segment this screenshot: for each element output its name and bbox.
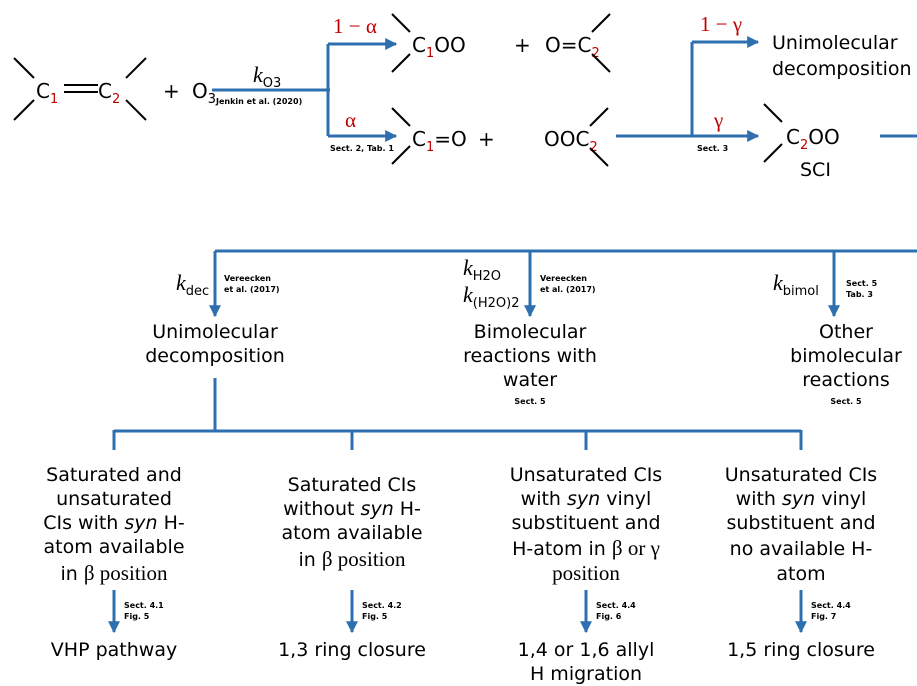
gamma-label: γ — [713, 108, 723, 132]
plus-sign: + — [163, 79, 180, 103]
svg-text:Sect. 4.4: Sect. 4.4 — [811, 601, 851, 610]
other-bimolecular-sect: Sect. 5 — [830, 397, 862, 406]
unimolecular-decomposition-top-line2: decomposition — [772, 58, 912, 80]
alkene-carbon-1: C — [36, 79, 50, 103]
other-bimolecular-line3: reactions — [802, 369, 889, 391]
svg-text:Sect. 4.1: Sect. 4.1 — [124, 601, 164, 610]
one-minus-alpha-label: 1 − α — [333, 14, 377, 38]
svg-text:H-atom in β or γ: H-atom in β or γ — [512, 536, 660, 560]
svg-text:in β position: in β position — [299, 547, 406, 571]
bimolecular-water-sect: Sect. 5 — [514, 397, 546, 406]
svg-text:Sect. 4.4: Sect. 4.4 — [596, 601, 636, 610]
svg-text:substituent and: substituent and — [511, 512, 660, 534]
result-ring-closure-1-3: 1,3 ring closure — [278, 639, 426, 661]
result-vhp-pathway: VHP pathway — [51, 639, 177, 661]
k-h2o-label: kH2O — [463, 255, 501, 284]
alkene-carbon-2: C — [98, 79, 112, 103]
result-allyl-migration-line2: H migration — [530, 663, 642, 685]
stabilized-criegee-intermediate: C2OO — [763, 103, 840, 163]
criegee-intermediate-ooc2: OOC2 — [544, 107, 609, 167]
result-ring-closure-1-5: 1,5 ring closure — [727, 639, 875, 661]
alkene-molecule: C1 C2 — [13, 57, 147, 121]
carbonyl-c1-o: C1=O — [391, 107, 467, 165]
svg-text:Fig. 7: Fig. 7 — [811, 612, 836, 621]
unimolecular-decomposition-top-line1: Unimolecular — [772, 32, 898, 54]
k-h2o-ref-line1: Vereecken — [540, 274, 587, 283]
k-dec-ref-line1: Vereecken — [224, 274, 271, 283]
svg-text:unsaturated: unsaturated — [56, 488, 172, 510]
svg-text:with syn vinyl: with syn vinyl — [521, 488, 652, 510]
svg-text:CIs with syn H-: CIs with syn H- — [43, 512, 185, 534]
svg-text:atom: atom — [776, 563, 825, 585]
svg-text:O=C2: O=C2 — [545, 33, 600, 61]
carbonyl-o-c2: O=C2 — [545, 13, 611, 73]
svg-text:with syn vinyl: with syn vinyl — [736, 488, 867, 510]
k-dec-label: kdec — [176, 270, 209, 299]
jenkin-reference: Jenkin et al. (2020) — [215, 97, 302, 106]
ozone-label: O3 — [192, 79, 216, 107]
alpha-reference: Sect. 2, Tab. 1 — [330, 144, 394, 153]
alkene-carbon-2-index: 2 — [112, 92, 120, 107]
svg-text:C2OO: C2OO — [786, 125, 840, 153]
svg-text:Saturated and: Saturated and — [46, 464, 182, 486]
svg-text:C1: C1 — [36, 79, 58, 107]
gamma-reference: Sect. 3 — [697, 144, 728, 153]
other-bimolecular-line2: bimolecular — [790, 345, 902, 367]
svg-text:C1=O: C1=O — [412, 127, 467, 155]
k-bimol-ref-line2: Tab. 3 — [846, 290, 873, 299]
other-bimolecular-line1: Other — [819, 321, 873, 343]
k-bimol-ref-line1: Sect. 5 — [846, 279, 878, 288]
bimolecular-water-line3: water — [503, 369, 557, 391]
svg-text:Sect. 4.2: Sect. 4.2 — [362, 601, 402, 610]
svg-text:atom available: atom available — [281, 522, 422, 544]
bimolecular-water-line2: reactions with — [463, 345, 597, 367]
one-minus-gamma-label: 1 − γ — [700, 12, 742, 36]
k-o3-label: kO3 — [253, 62, 281, 91]
svg-text:no available H-: no available H- — [730, 538, 873, 560]
svg-text:C2: C2 — [98, 79, 120, 107]
svg-text:Saturated CIs: Saturated CIs — [288, 474, 417, 496]
pathway-column-4: Unsaturated CIs with syn vinyl substitue… — [725, 464, 877, 661]
bimolecular-water-line1: Bimolecular — [474, 321, 587, 343]
svg-text:in β position: in β position — [61, 561, 168, 585]
svg-text:Unsaturated CIs: Unsaturated CIs — [725, 464, 877, 486]
svg-text:atom available: atom available — [43, 536, 184, 558]
alkene-carbon-1-index: 1 — [50, 92, 58, 107]
k-dec-ref-line2: et al. (2017) — [224, 285, 280, 294]
svg-text:substituent and: substituent and — [726, 512, 875, 534]
svg-text:C1OO: C1OO — [412, 33, 466, 61]
unimolecular-decomposition-line2: decomposition — [145, 345, 285, 367]
svg-text:OOC2: OOC2 — [544, 127, 598, 155]
plus-sign: + — [478, 127, 495, 151]
svg-text:Fig. 6: Fig. 6 — [596, 612, 622, 621]
plus-sign: + — [514, 33, 531, 57]
k-bimol-label: kbimol — [773, 270, 819, 299]
result-allyl-migration-line1: 1,4 or 1,6 allyl — [518, 639, 655, 661]
sci-label: SCI — [800, 159, 831, 181]
svg-text:Fig. 5: Fig. 5 — [362, 612, 388, 621]
svg-text:position: position — [552, 561, 620, 585]
criegee-intermediate-c1oo: C1OO — [391, 13, 466, 73]
unimolecular-decomposition-line1: Unimolecular — [152, 321, 278, 343]
alpha-label: α — [345, 108, 356, 132]
svg-text:Unsaturated CIs: Unsaturated CIs — [510, 464, 662, 486]
k-h2o-ref-line2: et al. (2017) — [540, 285, 596, 294]
k-h2o2-label: k(H2O)2 — [463, 282, 519, 311]
pathway-column-1: Saturated and unsaturated CIs with syn H… — [43, 464, 185, 661]
svg-text:Fig. 5: Fig. 5 — [124, 612, 150, 621]
pathway-column-3: Unsaturated CIs with syn vinyl substitue… — [510, 464, 662, 685]
svg-text:without syn H-: without syn H- — [283, 498, 421, 520]
pathway-column-2: Saturated CIs without syn H- atom availa… — [278, 474, 426, 661]
